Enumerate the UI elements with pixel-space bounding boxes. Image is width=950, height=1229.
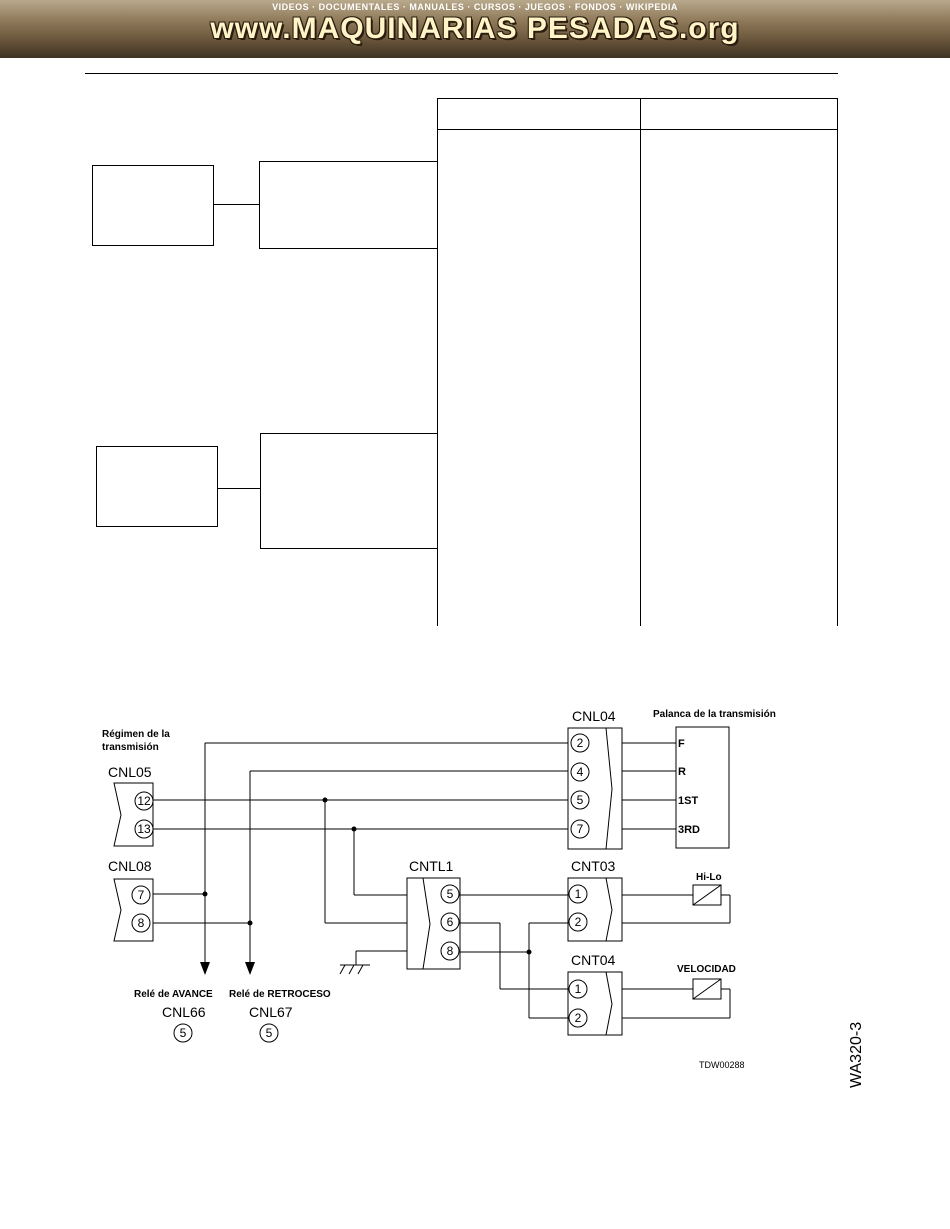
- label-cnl66: CNL66: [162, 1004, 206, 1020]
- pin-cntl1-c: 8: [447, 944, 454, 958]
- pin-cntl1-a: 5: [447, 887, 454, 901]
- banner-tagline: VIDEOS · DOCUMENTALES · MANUALES · CURSO…: [272, 2, 678, 12]
- label-cnt03: CNT03: [571, 858, 616, 874]
- label-cnl05: CNL05: [108, 764, 152, 780]
- flow-box-1: [92, 165, 214, 246]
- label-cnt04: CNT04: [571, 952, 616, 968]
- label-rele-avance: Relé de AVANCE: [134, 989, 213, 1000]
- lever-3rd: 3RD: [678, 824, 700, 836]
- label-rele-retroceso: Relé de RETROCESO: [229, 989, 331, 1000]
- pin-cnl04-c: 5: [577, 793, 584, 807]
- lever-1st: 1ST: [678, 795, 698, 807]
- pin-cnt03-a: 1: [575, 887, 582, 901]
- flow-box-2: [96, 446, 218, 527]
- lever-f: F: [678, 738, 685, 750]
- pin-cnl08-a: 7: [138, 888, 145, 902]
- banner-title: www.MAQUINARIAS PESADAS.org: [210, 12, 740, 45]
- pin-cnl04-d: 7: [577, 822, 584, 836]
- pin-cnl66: 5: [180, 1026, 187, 1040]
- label-hilo: Hi-Lo: [696, 872, 722, 883]
- pin-cnt03-b: 2: [575, 915, 582, 929]
- pin-cnt04-a: 1: [575, 982, 582, 996]
- figure-code: TDW00288: [699, 1060, 745, 1070]
- lever-r: R: [678, 766, 686, 778]
- pin-cnl67: 5: [266, 1026, 273, 1040]
- pin-cnl05-a: 12: [137, 794, 151, 808]
- model-label: WA320-3: [848, 1022, 865, 1088]
- label-cnl67: CNL67: [249, 1004, 293, 1020]
- label-regimen: Régimen de la: [102, 729, 170, 740]
- pin-cnl04-a: 2: [577, 736, 584, 750]
- pin-cntl1-b: 6: [447, 915, 454, 929]
- label-cnl04: CNL04: [572, 708, 616, 724]
- label-transmision: transmisión: [102, 742, 159, 753]
- label-cnl08: CNL08: [108, 858, 152, 874]
- pin-cnl04-b: 4: [577, 765, 584, 779]
- pin-cnt04-b: 2: [575, 1011, 582, 1025]
- pin-cnl05-b: 13: [137, 822, 151, 836]
- label-lever: Palanca de la transmisión: [653, 709, 776, 720]
- label-velocidad: VELOCIDAD: [677, 964, 736, 975]
- site-banner: VIDEOS · DOCUMENTALES · MANUALES · CURSO…: [0, 0, 950, 58]
- label-cntl1: CNTL1: [409, 858, 454, 874]
- pin-cnl08-b: 8: [138, 916, 145, 930]
- header-rule: [85, 73, 838, 74]
